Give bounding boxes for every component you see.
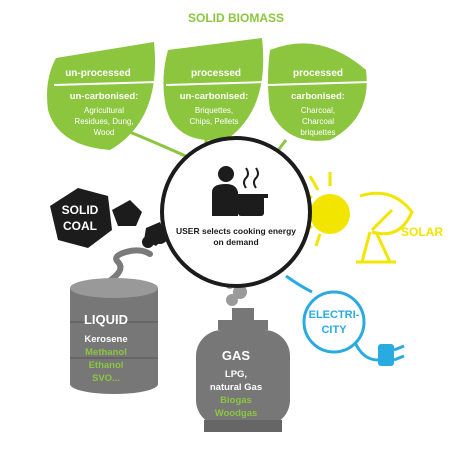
liquid-item: SVO... bbox=[92, 373, 120, 384]
center-label-line-2: on demand bbox=[213, 237, 258, 247]
person-cooking-pot-icon bbox=[212, 166, 268, 216]
leaf-3-item: Charcoal, bbox=[301, 106, 335, 115]
center-label-line-1: USER selects cooking energy bbox=[176, 226, 296, 236]
smoke-from-liquid bbox=[105, 247, 153, 285]
liquid-label: LIQUID bbox=[84, 312, 128, 327]
leaf-3-item: briquettes bbox=[300, 128, 335, 137]
leaf-1-item: Agricultural bbox=[84, 106, 124, 115]
liquid-item: Ethanol bbox=[89, 360, 124, 371]
leaf-1-item: Residues, Dung, bbox=[74, 117, 133, 126]
leaf-2-header: processed bbox=[191, 68, 241, 79]
coal-label-line-2: COAL bbox=[63, 219, 97, 233]
electricity-label-line-2: CITY bbox=[321, 324, 347, 336]
leaf-3-header: processed bbox=[293, 68, 343, 79]
gas-item: natural Gas bbox=[210, 382, 262, 393]
coal-label-line-1: SOLID bbox=[62, 203, 99, 217]
liquid-barrel bbox=[70, 278, 158, 394]
gas-cylinder bbox=[196, 308, 290, 432]
leaf-1-category: un-carbonised: bbox=[70, 91, 139, 102]
liquid-item: Kerosene bbox=[84, 334, 127, 345]
electricity-label-line-1: ELECTRI- bbox=[309, 309, 360, 321]
solar-label: SOLAR bbox=[401, 225, 443, 239]
leaf-2-category: un-carbonised: bbox=[180, 91, 249, 102]
coal-lumps bbox=[50, 188, 166, 248]
diagram-title: SOLID BIOMASS bbox=[188, 11, 284, 25]
leaf-2-item: Briquettes, bbox=[195, 106, 233, 115]
leaf-3-item: Charcoal bbox=[302, 117, 334, 126]
leaf-processed-uncarbonised bbox=[163, 38, 267, 141]
leaf-unprocessed bbox=[47, 42, 159, 150]
gas-item: LPG, bbox=[225, 369, 247, 380]
leaf-3-category: carbonised: bbox=[291, 91, 345, 102]
power-plug-icon bbox=[378, 344, 405, 366]
gas-item: Biogas bbox=[220, 395, 252, 406]
electricity-circle bbox=[302, 290, 366, 354]
liquid-item: Methanol bbox=[85, 347, 127, 358]
gas-label: GAS bbox=[222, 348, 251, 363]
leaf-processed-carbonised bbox=[267, 43, 371, 141]
leaf-1-item: Wood bbox=[94, 128, 115, 137]
gas-item: Woodgas bbox=[215, 408, 258, 419]
leaf-1-header: un-processed bbox=[65, 68, 131, 79]
leaf-2-item: Chips, Pellets bbox=[190, 117, 239, 126]
